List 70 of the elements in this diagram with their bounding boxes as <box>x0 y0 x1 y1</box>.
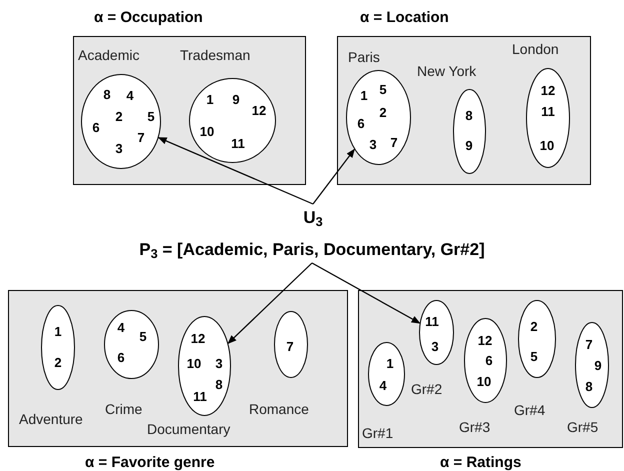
member-number: 6 <box>485 353 493 369</box>
panel-heading: α = Occupation <box>94 8 203 28</box>
group-label: Paris <box>348 48 380 66</box>
member-number: 4 <box>126 88 134 104</box>
member-number: 3 <box>369 137 377 153</box>
arrow <box>312 262 421 324</box>
member-number: 1 <box>206 92 214 108</box>
member-number: 9 <box>465 138 473 154</box>
user-label: U$_{3}$ <box>303 207 323 229</box>
member-number: 5 <box>530 349 538 365</box>
member-number: 6 <box>92 120 100 136</box>
member-number: 12 <box>252 103 266 119</box>
member-number: 12 <box>540 83 556 99</box>
member-number: 1 <box>386 356 394 372</box>
arrow <box>158 137 314 205</box>
arrow <box>227 262 312 344</box>
member-number: 7 <box>390 135 398 151</box>
member-number: 2 <box>115 109 123 125</box>
group-label: Romance <box>249 400 309 418</box>
member-number: 12 <box>478 333 492 349</box>
member-number: 5 <box>139 329 147 345</box>
member-number: 2 <box>530 319 538 335</box>
group-label: Academic <box>78 46 140 64</box>
group-label: Gr#3 <box>459 418 490 436</box>
member-number: 5 <box>147 109 155 125</box>
member-number: 11 <box>425 314 439 330</box>
member-number: 11 <box>193 389 207 405</box>
member-number: 2 <box>379 105 387 121</box>
member-number: 1 <box>360 88 368 104</box>
member-number: 9 <box>232 92 240 108</box>
member-number: 1 <box>54 324 62 340</box>
panel-heading: α = Location <box>360 8 449 28</box>
member-number: 8 <box>103 87 111 103</box>
member-number: 10 <box>200 124 214 140</box>
member-number: 4 <box>379 378 387 394</box>
member-number: 8 <box>465 108 473 124</box>
member-number: 8 <box>585 379 593 395</box>
member-number: 7 <box>585 337 593 353</box>
member-number: 5 <box>379 82 387 98</box>
member-number: 3 <box>115 141 123 157</box>
member-number: 3 <box>215 356 223 372</box>
group-label: Gr#4 <box>514 401 546 419</box>
member-number: 7 <box>137 130 145 146</box>
member-number: 8 <box>215 377 223 393</box>
member-number: 12 <box>190 331 206 347</box>
group-label: New York <box>417 62 476 80</box>
group-label: London <box>512 40 559 58</box>
member-number: 3 <box>431 339 439 355</box>
member-number: 9 <box>594 358 602 374</box>
profile-vector: P$_{3}$ = [Academic, Paris, Documentary, Gr#2] <box>139 239 485 261</box>
member-number: 11 <box>231 136 245 152</box>
panel-heading: α = Ratings <box>440 453 522 471</box>
member-number: 2 <box>54 355 62 371</box>
arrow <box>312 148 355 204</box>
member-number: 7 <box>286 339 294 355</box>
member-number: 6 <box>117 350 125 366</box>
panel-heading: α = Favorite genre <box>85 453 215 471</box>
group-label: Gr#1 <box>362 424 394 442</box>
member-number: 11 <box>541 104 555 120</box>
group-label: Crime <box>105 400 142 418</box>
group-label: Documentary <box>147 420 230 438</box>
group-label: Gr#2 <box>411 380 442 398</box>
member-number: 10 <box>540 138 554 154</box>
group-label: Adventure <box>19 410 83 428</box>
member-number: 10 <box>186 356 202 372</box>
member-number: 4 <box>117 320 125 336</box>
group-label: Gr#5 <box>567 418 598 436</box>
member-number: 6 <box>357 116 365 132</box>
group-label: Tradesman <box>180 46 250 64</box>
member-number: 10 <box>476 374 492 390</box>
